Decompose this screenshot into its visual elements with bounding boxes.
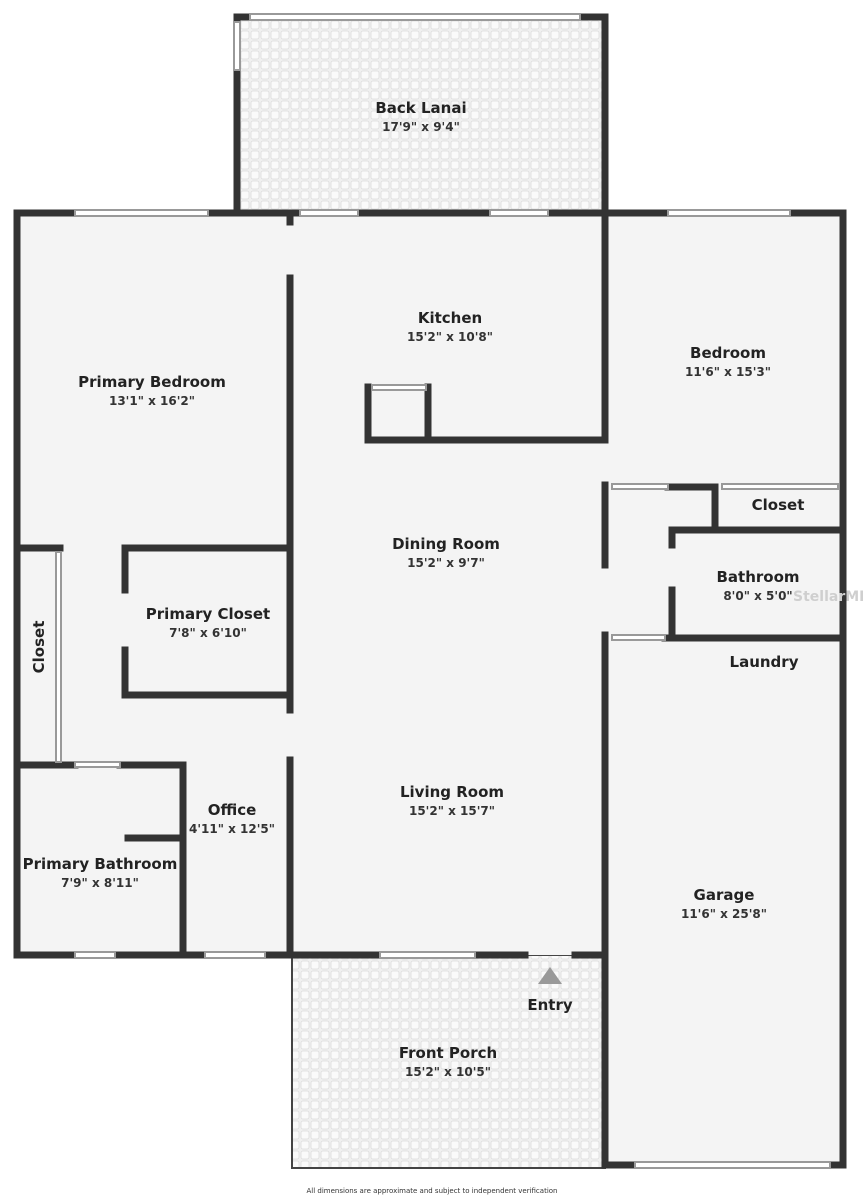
room-dims: 15'2" x 9'7" — [407, 556, 485, 570]
room-name: Closet — [751, 496, 805, 514]
room-dims: 7'9" x 8'11" — [61, 876, 139, 890]
interior-floor-right — [605, 213, 843, 1165]
back-lanai-floor — [237, 17, 605, 213]
room-primary-closet: Primary Closet 7'8" x 6'10" — [146, 605, 270, 640]
room-name: Office — [207, 801, 257, 819]
room-dims: 7'8" x 6'10" — [169, 626, 247, 640]
room-dims: 13'1" x 16'2" — [108, 394, 196, 408]
room-dims: 4'11" x 12'5" — [188, 822, 276, 836]
room-name: Kitchen — [417, 309, 483, 327]
room-back-lanai: Back Lanai 17'9" x 9'4" — [375, 99, 466, 134]
room-dims: 15'2" x 10'8" — [406, 330, 494, 344]
room-name: Living Room — [399, 783, 505, 801]
room-name: Primary Bedroom — [78, 373, 226, 391]
room-dining-room: Dining Room 15'2" x 9'7" — [392, 535, 500, 570]
room-name: Laundry — [729, 653, 799, 671]
room-name: Bathroom — [716, 568, 800, 586]
front-porch-floor — [291, 954, 606, 1169]
room-kitchen: Kitchen 15'2" x 10'8" — [407, 309, 493, 344]
room-living-room: Living Room 15'2" x 15'7" — [400, 783, 504, 818]
room-dims: 11'6" x 25'8" — [680, 907, 768, 921]
room-name: Closet — [30, 620, 48, 674]
room-dims: 15'2" x 15'7" — [408, 804, 496, 818]
room-office: Office 4'11" x 12'5" — [189, 801, 275, 836]
footer-note: All dimensions are approximate and subje… — [306, 1187, 558, 1195]
room-bathroom: Bathroom 8'0" x 5'0" — [716, 568, 799, 603]
windows-doors — [55, 13, 839, 1169]
room-front-porch: Front Porch 15'2" x 10'5" — [399, 1044, 497, 1079]
room-garage: Garage 11'6" x 25'8" — [681, 886, 767, 921]
interior-floor-left — [17, 213, 605, 955]
room-entry: Entry — [527, 996, 572, 1014]
room-name: Garage — [693, 886, 755, 904]
room-name: Entry — [527, 996, 573, 1014]
room-name: Primary Bathroom — [22, 855, 178, 873]
room-primary-bedroom: Primary Bedroom 13'1" x 16'2" — [78, 373, 226, 408]
room-name: Bedroom — [690, 344, 766, 362]
room-name: Primary Closet — [145, 605, 271, 623]
room-dims: 17'9" x 9'4" — [382, 120, 460, 134]
room-closet-right: Closet — [752, 496, 805, 514]
room-dims: 15'2" x 10'5" — [404, 1065, 492, 1079]
room-name: Dining Room — [392, 535, 500, 553]
room-closet-left: Closet — [30, 621, 48, 674]
room-name: Front Porch — [398, 1044, 498, 1062]
room-dims: 8'0" x 5'0" — [723, 589, 793, 603]
room-primary-bathroom: Primary Bathroom 7'9" x 8'11" — [23, 855, 178, 890]
entry-arrow-icon — [538, 967, 562, 984]
watermark: StellarMLS — [793, 589, 863, 605]
room-laundry: Laundry — [730, 653, 799, 671]
walls — [13, 13, 847, 1169]
room-name: Back Lanai — [375, 99, 467, 117]
room-dims: 11'6" x 15'3" — [684, 365, 772, 379]
room-bedroom: Bedroom 11'6" x 15'3" — [685, 344, 771, 379]
